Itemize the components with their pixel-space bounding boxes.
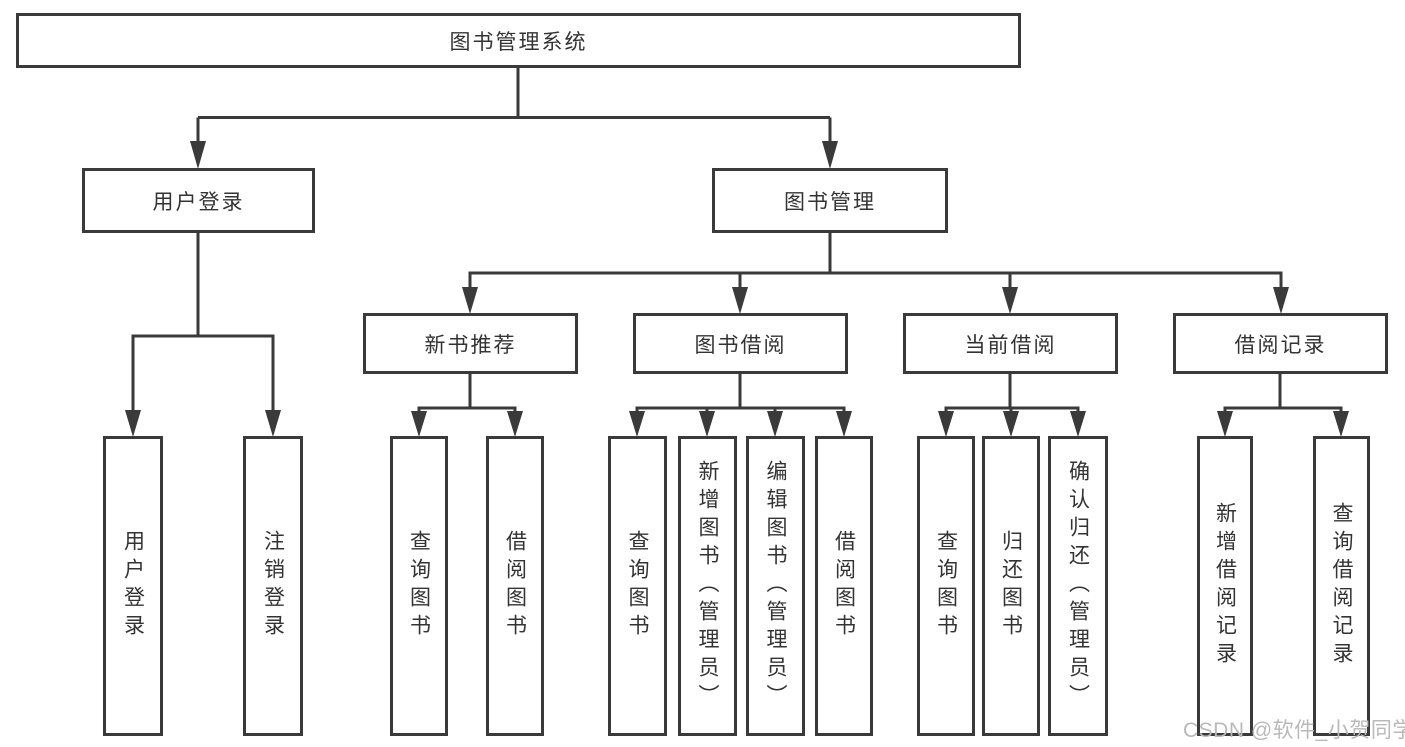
leaf-cb-return-books: 归还图书 <box>982 436 1040 736</box>
node-label: 用户登录 <box>152 190 245 214</box>
node-label: 借阅图书 <box>832 530 856 642</box>
node-label: 确认归还（管理员） <box>1066 460 1090 712</box>
arrowhead <box>1070 411 1086 437</box>
node-label: 用户登录 <box>121 530 145 642</box>
node-label: 查询图书 <box>626 530 650 642</box>
node-root: 图书管理系统 <box>16 13 1021 68</box>
arrowhead <box>767 411 783 437</box>
arrowhead <box>190 141 206 169</box>
node-label: 图书管理 <box>784 190 876 214</box>
arrowhead <box>1273 287 1289 314</box>
node-label: 借阅图书 <box>503 530 527 642</box>
arrowhead <box>699 411 715 437</box>
node-label: 新书推荐 <box>424 333 517 357</box>
node-label: 查询图书 <box>407 530 431 642</box>
node-label: 图书管理系统 <box>449 30 588 54</box>
node-current-borrowing: 当前借阅 <box>903 313 1118 374</box>
leaf-bb-add-books-admin: 新增图书（管理员） <box>678 436 737 736</box>
arrowhead <box>938 411 954 437</box>
arrowhead <box>462 287 478 314</box>
arrowheads <box>125 141 1349 437</box>
leaf-logout: 注销登录 <box>243 436 303 736</box>
leaf-cb-confirm-return-admin: 确认归还（管理员） <box>1048 436 1108 736</box>
leaf-user-login: 用户登录 <box>103 436 163 736</box>
leaf-cb-query-books: 查询图书 <box>917 436 975 736</box>
csdn-watermark: CSDN @软件_小贺同学 <box>1183 719 1405 742</box>
node-label: 当前借阅 <box>964 333 1057 357</box>
leaf-bb-borrow-books: 借阅图书 <box>815 436 873 736</box>
arrowhead <box>125 410 141 437</box>
arrowhead <box>265 410 281 437</box>
arrowhead <box>1217 411 1233 437</box>
node-book-management: 图书管理 <box>712 168 948 233</box>
leaf-bb-edit-books-admin: 编辑图书（管理员） <box>746 436 805 736</box>
arrowhead <box>507 411 523 437</box>
leaf-bb-query-books: 查询图书 <box>608 436 667 736</box>
node-label: 新增借阅记录 <box>1213 502 1237 670</box>
arrowhead <box>1003 411 1019 437</box>
node-label: 新增图书（管理员） <box>696 460 720 712</box>
arrowhead <box>629 411 645 437</box>
arrowhead <box>1333 411 1349 437</box>
arrowhead <box>732 287 748 314</box>
leaf-br-add-record: 新增借阅记录 <box>1197 436 1253 736</box>
leaf-nbr-query-books: 查询图书 <box>390 436 448 736</box>
leaf-br-query-record: 查询借阅记录 <box>1313 436 1370 736</box>
node-new-book-recommend: 新书推荐 <box>363 313 578 374</box>
arrowhead <box>822 141 838 169</box>
node-label: 编辑图书（管理员） <box>764 460 788 712</box>
node-label: 归还图书 <box>999 530 1023 642</box>
node-label: 图书借阅 <box>694 333 787 357</box>
arrowhead <box>1002 287 1018 314</box>
arrowhead <box>411 411 427 437</box>
node-label: 注销登录 <box>261 530 285 642</box>
arrowhead <box>836 411 852 437</box>
node-label: 借阅记录 <box>1234 333 1327 357</box>
node-label: 查询借阅记录 <box>1330 502 1354 670</box>
node-user-login: 用户登录 <box>82 168 315 233</box>
node-book-borrowing: 图书借阅 <box>633 313 848 374</box>
leaf-nbr-borrow-books: 借阅图书 <box>486 436 544 736</box>
node-borrowing-records: 借阅记录 <box>1173 313 1388 374</box>
node-label: 查询图书 <box>934 530 958 642</box>
